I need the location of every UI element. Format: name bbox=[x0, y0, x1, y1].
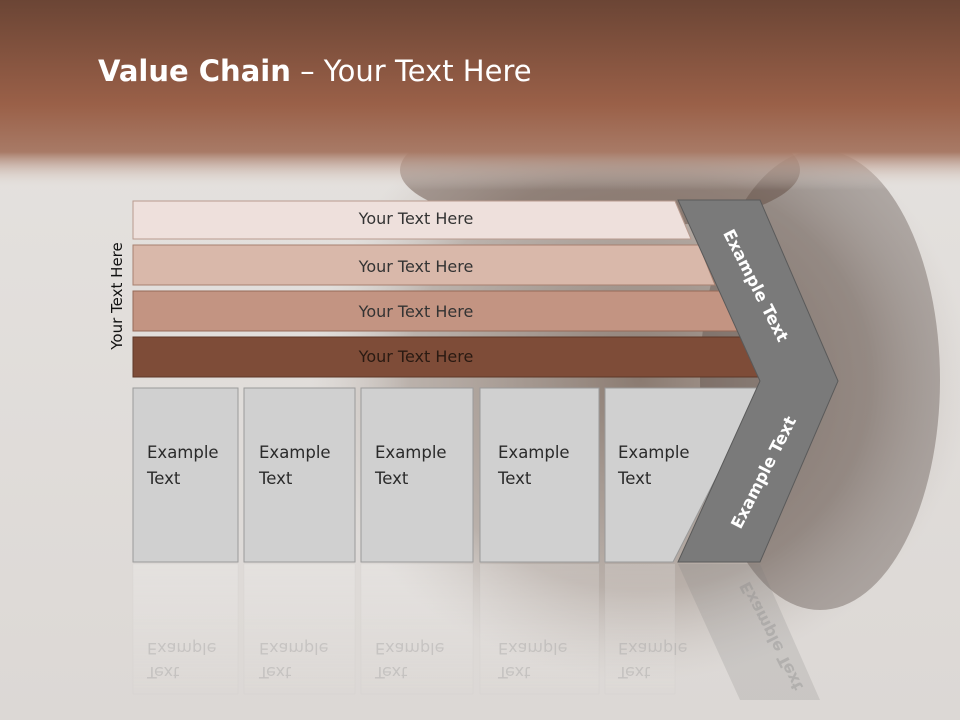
bar-1 bbox=[132, 200, 692, 240]
reflection-label-1-line1: Example bbox=[147, 639, 217, 658]
reflection-label-4-line1: Example bbox=[498, 639, 568, 658]
reflection-label-5: Text Example bbox=[618, 636, 687, 684]
box-label-2-line1: Example bbox=[259, 443, 331, 462]
box-label-5-line1: Example bbox=[618, 443, 690, 462]
box-label-3-line2: Text bbox=[375, 469, 409, 488]
box-label-3-line1: Example bbox=[375, 443, 447, 462]
reflection-label-1: Text Example bbox=[147, 636, 216, 684]
reflection-label-4: Text Example bbox=[498, 636, 567, 684]
reflection-label-3: Text Example bbox=[375, 636, 444, 684]
reflection-label-2-line1: Example bbox=[259, 639, 329, 658]
box-label-5-line2: Text bbox=[618, 469, 652, 488]
box-label-2-line2: Text bbox=[259, 469, 293, 488]
box-label-4-line2: Text bbox=[498, 469, 532, 488]
box-3 bbox=[360, 387, 474, 563]
box-label-1-line1: Example bbox=[147, 443, 219, 462]
box-4 bbox=[479, 387, 600, 563]
box-label-4-line1: Example bbox=[498, 443, 570, 462]
reflection bbox=[132, 563, 820, 700]
reflection-label-5-line1: Example bbox=[618, 639, 688, 658]
box-2 bbox=[243, 387, 356, 563]
reflection-label-3-line1: Example bbox=[375, 639, 445, 658]
bar-label-1: Your Text Here bbox=[358, 209, 474, 228]
reflection-label-3-line2: Text bbox=[375, 663, 408, 682]
bar-label-4: Your Text Here bbox=[358, 347, 474, 366]
reflection-label-4-line2: Text bbox=[498, 663, 531, 682]
chevron-arrow bbox=[677, 199, 839, 563]
box-1 bbox=[132, 387, 239, 563]
bar-label-3: Your Text Here bbox=[358, 302, 474, 321]
title-bold: Value Chain bbox=[98, 54, 291, 88]
reflection-label-2: Text Example bbox=[259, 636, 328, 684]
bar-label-2: Your Text Here bbox=[358, 257, 474, 276]
reflection-label-2-line2: Text bbox=[259, 663, 292, 682]
box-label-1-line2: Text bbox=[147, 469, 181, 488]
title-rest: – Your Text Here bbox=[290, 54, 532, 88]
bar-2 bbox=[132, 244, 716, 286]
reflection-label-5-line2: Text bbox=[618, 663, 651, 682]
slide-title: Value Chain – Your Text Here bbox=[98, 54, 532, 88]
box-5 bbox=[604, 387, 763, 563]
reflection-label-1-line2: Text bbox=[147, 663, 180, 682]
